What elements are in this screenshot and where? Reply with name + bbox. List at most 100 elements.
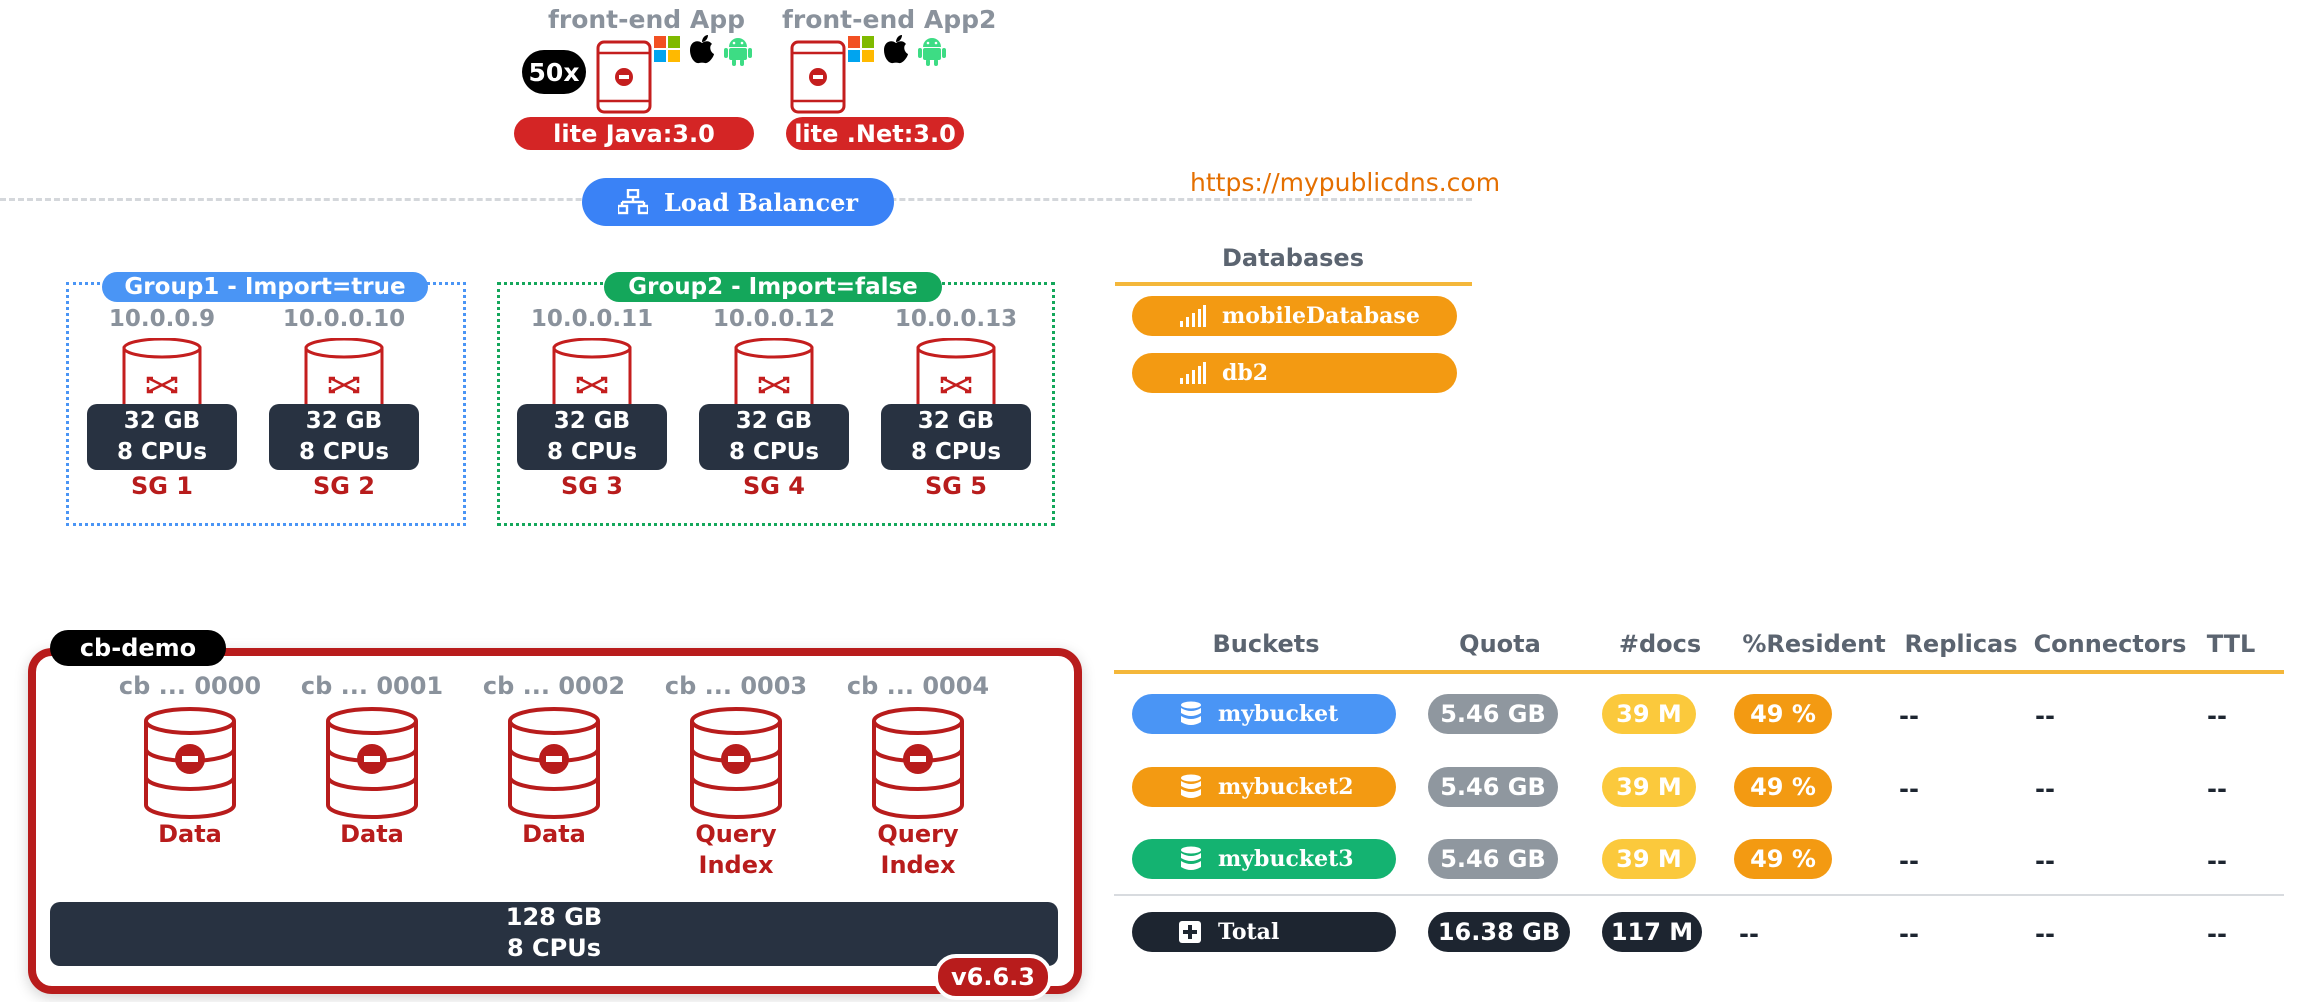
database-name: db2 [1222, 360, 1269, 386]
windows-icon [654, 36, 680, 62]
total-divider [1114, 894, 2284, 896]
connectors-value: -- [2035, 775, 2055, 803]
resident-value: 49 % [1734, 839, 1832, 879]
total-ttl: -- [2207, 920, 2227, 948]
database-icon [690, 707, 782, 819]
sync-gateway-icon [734, 338, 814, 410]
bucket-item[interactable]: mybucket2 [1132, 767, 1396, 807]
android-icon [724, 38, 752, 66]
ttl-value: -- [2207, 775, 2227, 803]
sg-name: SG 2 [312, 472, 376, 500]
database-stack-icon [1181, 774, 1201, 798]
apple-icon [884, 35, 908, 64]
node-service: Data [522, 820, 586, 848]
quota-value: 5.46 GB [1428, 839, 1558, 879]
cluster-node: cb ... 0001 Data [292, 671, 452, 848]
tablet-icon [790, 40, 846, 114]
tablet-icon [596, 40, 652, 114]
column-header: %Resident [1742, 630, 1886, 658]
node-id: cb ... 0002 [482, 672, 626, 700]
table-header-rule [1114, 670, 2284, 674]
app-title: front-end App2 [782, 5, 997, 34]
node-service: Data [158, 820, 222, 848]
total-item: Total [1132, 912, 1396, 952]
connectors-value: -- [2035, 847, 2055, 875]
sync-gateway-icon [304, 338, 384, 410]
multiplier-badge: 50x [522, 50, 586, 94]
replicas-value: -- [1899, 775, 1919, 803]
replicas-value: -- [1899, 702, 1919, 730]
signal-icon [1180, 305, 1206, 327]
apple-icon [690, 35, 714, 64]
node-id: cb ... 0001 [300, 672, 444, 700]
sync-gateway-icon [916, 338, 996, 410]
node-id: cb ... 0000 [118, 672, 262, 700]
database-item[interactable]: mobileDatabase [1132, 296, 1457, 336]
database-stack-icon [1181, 846, 1201, 870]
databases-header: Databases [1221, 244, 1364, 272]
ttl-value: -- [2207, 847, 2227, 875]
quota-value: 5.46 GB [1428, 694, 1558, 734]
node-id: cb ... 0004 [846, 672, 990, 700]
databases-rule [1115, 282, 1472, 286]
load-balancer-label: Load Balancer [663, 187, 859, 217]
total-docs: 117 M [1602, 912, 1702, 952]
android-icon [918, 38, 946, 66]
database-icon [144, 707, 236, 819]
bucket-name: mybucket [1218, 701, 1339, 727]
public-dns-link[interactable]: https://mypublicdns.com [1190, 168, 1501, 197]
column-header: Connectors [2033, 630, 2187, 658]
bucket-name: mybucket2 [1218, 774, 1354, 800]
sg-ip: 10.0.0.13 [894, 306, 1018, 332]
network-icon [617, 189, 648, 215]
total-replicas: -- [1899, 920, 1919, 948]
column-header: Replicas [1904, 630, 2018, 658]
database-icon [508, 707, 600, 819]
ttl-value: -- [2207, 702, 2227, 730]
column-header: TTL [2206, 630, 2256, 658]
cluster-node: cb ... 0000 Data [110, 671, 270, 848]
app-title: front-end App [548, 5, 745, 34]
database-icon [326, 707, 418, 819]
replicas-value: -- [1899, 847, 1919, 875]
column-header: Buckets [1212, 630, 1320, 658]
load-balancer-button[interactable]: Load Balancer [582, 178, 894, 226]
total-quota: 16.38 GB [1428, 912, 1570, 952]
bucket-item[interactable]: mybucket3 [1132, 839, 1396, 879]
quota-value: 5.46 GB [1428, 767, 1558, 807]
bucket-name: mybucket3 [1218, 846, 1354, 872]
bucket-item[interactable]: mybucket [1132, 694, 1396, 734]
group2-label: Group2 - Import=false [604, 272, 942, 302]
database-name: mobileDatabase [1222, 303, 1420, 329]
connectors-value: -- [2035, 702, 2055, 730]
sg-ip: 10.0.0.11 [530, 306, 654, 332]
plus-square-icon [1179, 921, 1201, 943]
group1-label: Group1 - Import=true [102, 272, 428, 302]
cluster-node: cb ... 0002 Data [474, 671, 634, 848]
column-header: #docs [1618, 630, 1702, 658]
sg-name: SG 5 [924, 472, 988, 500]
sg-name: SG 4 [742, 472, 806, 500]
docs-value: 39 M [1602, 694, 1696, 734]
total-label: Total [1218, 919, 1280, 945]
cluster-name: cb-demo [50, 630, 226, 666]
total-connectors: -- [2035, 920, 2055, 948]
total-resident: -- [1739, 920, 1759, 948]
database-icon [872, 707, 964, 819]
version-badge: v6.6.3 [934, 954, 1052, 1000]
node-service: Data [340, 820, 404, 848]
database-item[interactable]: db2 [1132, 353, 1457, 393]
database-stack-icon [1181, 701, 1201, 725]
